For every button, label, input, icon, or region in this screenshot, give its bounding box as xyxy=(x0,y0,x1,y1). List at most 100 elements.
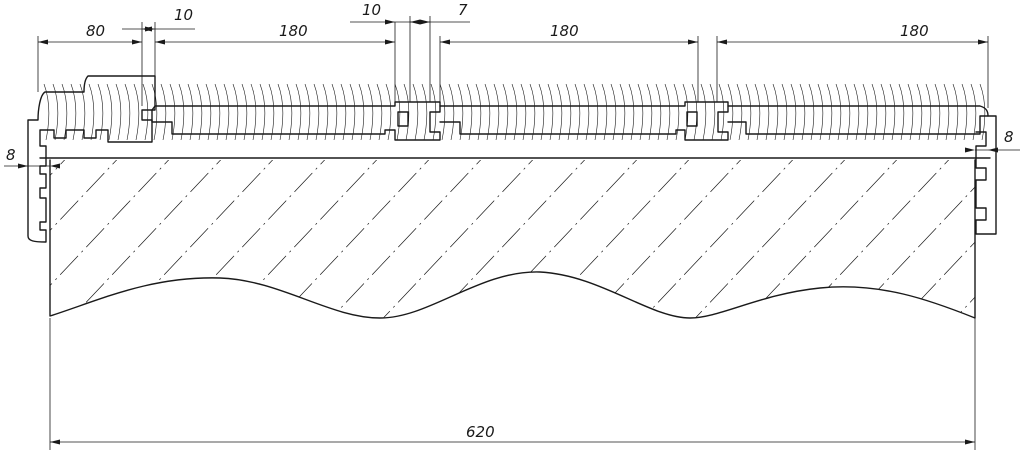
grain-stroke xyxy=(79,84,86,141)
grain-stroke xyxy=(88,84,95,141)
label-180-first: 180 xyxy=(279,22,308,40)
hatch-line xyxy=(59,160,231,318)
dimension-arrowhead xyxy=(38,39,48,45)
grain-stroke xyxy=(790,84,797,141)
wall-hatching xyxy=(50,160,975,318)
grain-stroke xyxy=(331,84,338,141)
hatch-line xyxy=(319,160,491,318)
label-80: 80 xyxy=(86,22,105,40)
grain-stroke xyxy=(142,84,149,141)
grain-stroke xyxy=(124,84,131,141)
grain-stroke xyxy=(880,84,887,141)
label-10-middle: 10 xyxy=(362,1,381,19)
grain-stroke xyxy=(475,84,482,141)
dimension-arrowhead xyxy=(132,39,142,45)
grain-stroke xyxy=(565,84,572,141)
grain-stroke xyxy=(700,84,707,141)
dimension-arrowhead xyxy=(965,147,975,153)
grain-stroke xyxy=(484,84,491,141)
grain-stroke xyxy=(844,84,851,141)
grain-stroke xyxy=(322,84,329,141)
grain-stroke xyxy=(106,84,113,141)
grain-stroke xyxy=(502,84,509,141)
grain-stroke xyxy=(466,84,473,141)
grain-stroke xyxy=(151,84,158,141)
grain-stroke xyxy=(340,84,347,141)
grain-stroke xyxy=(601,84,608,141)
grain-stroke xyxy=(448,84,455,141)
right-edge-profile xyxy=(975,115,997,235)
dimension-arrowhead xyxy=(965,439,975,445)
grain-stroke xyxy=(439,84,446,141)
grain-stroke xyxy=(754,84,761,141)
grain-stroke xyxy=(457,84,464,141)
grain-stroke xyxy=(727,84,734,141)
grain-stroke xyxy=(376,84,383,141)
grain-stroke xyxy=(646,84,653,141)
dimension-arrowhead xyxy=(145,26,155,32)
grain-stroke xyxy=(907,84,914,141)
grain-stroke xyxy=(286,84,293,141)
grain-stroke xyxy=(547,84,554,141)
grain-stroke xyxy=(691,84,698,141)
panel-1-tongue-box xyxy=(397,111,409,127)
grain-stroke xyxy=(934,84,941,141)
grain-stroke xyxy=(205,84,212,141)
hatch-line xyxy=(423,160,595,318)
hatch-line xyxy=(735,160,907,318)
grain-stroke xyxy=(196,84,203,141)
grain-stroke xyxy=(817,84,824,141)
grain-stroke xyxy=(592,84,599,141)
hatch-line xyxy=(943,160,975,318)
label-8-right: 8 xyxy=(1004,128,1014,146)
grain-stroke xyxy=(259,84,266,141)
dimension-arrowhead xyxy=(385,19,395,25)
grain-stroke xyxy=(511,84,518,141)
grain-stroke xyxy=(97,84,104,141)
grain-stroke xyxy=(529,84,536,141)
hatch-line xyxy=(683,160,855,318)
grain-stroke xyxy=(250,84,257,141)
grain-stroke xyxy=(493,84,500,141)
hatch-line xyxy=(579,160,751,318)
grain-stroke xyxy=(871,84,878,141)
left-edge-profile xyxy=(27,75,156,243)
hatch-line xyxy=(891,160,975,318)
label-180-third: 180 xyxy=(900,22,929,40)
hatch-line xyxy=(267,160,439,318)
grain-stroke xyxy=(799,84,806,141)
grain-stroke xyxy=(430,84,437,141)
grain-stroke xyxy=(178,84,185,141)
panel-1-profile xyxy=(151,101,441,141)
grain-stroke xyxy=(583,84,590,141)
grain-stroke xyxy=(664,84,671,141)
label-8-left: 8 xyxy=(6,146,16,164)
label-7: 7 xyxy=(458,1,468,19)
grain-stroke xyxy=(295,84,302,141)
grain-stroke xyxy=(349,84,356,141)
grain-stroke xyxy=(970,84,977,141)
grain-stroke xyxy=(214,84,221,141)
grain-stroke xyxy=(655,84,662,141)
grain-stroke xyxy=(574,84,581,141)
panel-2-tongue-box xyxy=(686,111,698,127)
grain-stroke xyxy=(826,84,833,141)
grain-stroke xyxy=(61,84,68,141)
grain-stroke xyxy=(187,84,194,141)
grain-stroke xyxy=(394,84,401,141)
wall-outline xyxy=(49,159,976,319)
dimension-arrowhead xyxy=(18,163,28,169)
grain-stroke xyxy=(619,84,626,141)
grain-stroke xyxy=(952,84,959,141)
wall-base xyxy=(39,157,991,319)
hatch-line xyxy=(215,160,387,318)
label-620: 620 xyxy=(466,423,495,441)
hatch-line xyxy=(111,160,283,318)
grain-stroke xyxy=(898,84,905,141)
grain-stroke xyxy=(763,84,770,141)
grain-stroke xyxy=(403,84,410,141)
wood-grain xyxy=(43,84,986,141)
grain-stroke xyxy=(52,84,59,141)
grain-stroke xyxy=(232,84,239,141)
